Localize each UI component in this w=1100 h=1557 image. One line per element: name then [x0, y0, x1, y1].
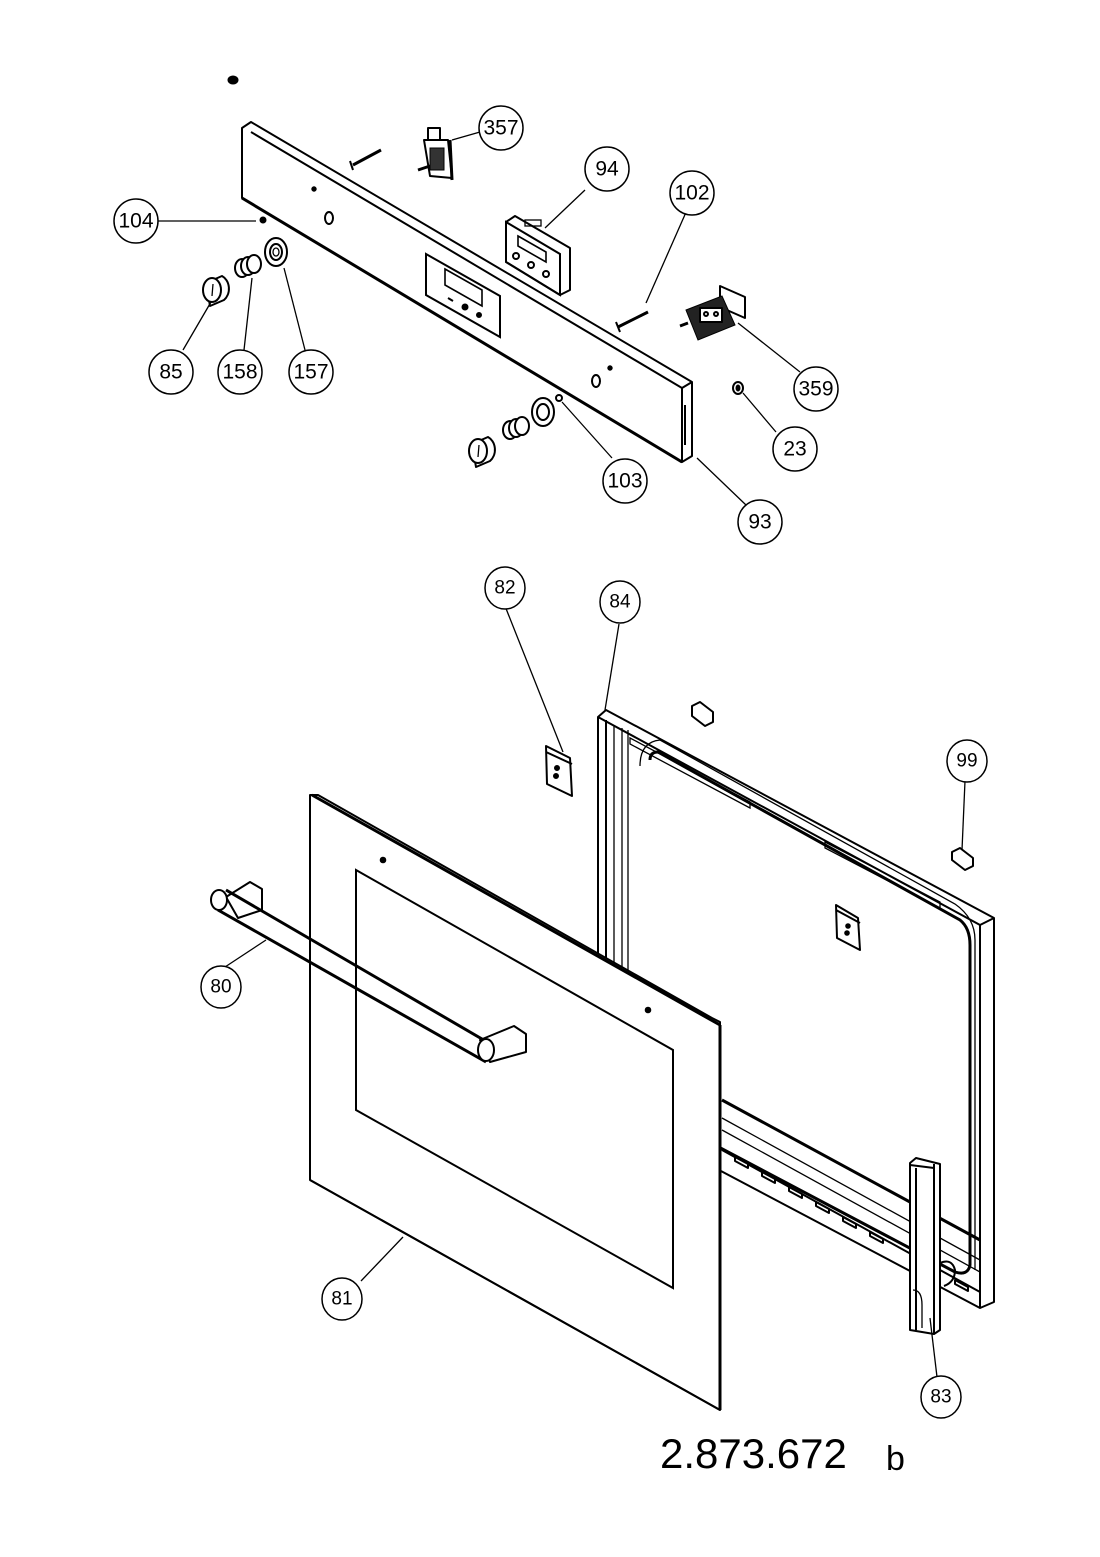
callout-84[interactable]: 84: [599, 580, 641, 624]
callout-80[interactable]: 80: [200, 965, 242, 1009]
callout-357[interactable]: 357: [478, 105, 524, 151]
svg-text:99: 99: [956, 751, 977, 772]
screw-104: [259, 216, 267, 224]
svg-text:84: 84: [609, 592, 631, 613]
door-hinge: [909, 1157, 957, 1335]
selector-switch: [679, 285, 746, 341]
door-handle: [210, 881, 527, 1064]
svg-text:94: 94: [595, 158, 619, 181]
svg-text:93: 93: [748, 511, 771, 534]
svg-text:357: 357: [483, 117, 518, 140]
svg-text:82: 82: [494, 578, 515, 599]
callout-158[interactable]: 158: [217, 349, 263, 395]
loose-screw-top: [227, 75, 239, 85]
electronic-timer: [505, 215, 571, 297]
callout-157[interactable]: 157: [288, 349, 334, 395]
callout-94[interactable]: 94: [584, 146, 630, 192]
knob-assembly-right: [468, 394, 563, 468]
glass-clip: [545, 745, 573, 797]
svg-text:83: 83: [930, 1387, 951, 1408]
callout-359[interactable]: 359: [793, 366, 839, 412]
screw-23: [732, 381, 744, 395]
svg-text:80: 80: [210, 977, 231, 998]
svg-text:81: 81: [331, 1289, 352, 1310]
callout-85[interactable]: 85: [148, 349, 194, 395]
callout-99[interactable]: 99: [946, 739, 988, 783]
callout-23[interactable]: 23: [772, 426, 818, 472]
svg-text:157: 157: [293, 361, 328, 384]
svg-text:104: 104: [118, 210, 153, 233]
svg-text:158: 158: [222, 361, 257, 384]
svg-text:85: 85: [159, 361, 182, 384]
callout-81[interactable]: 81: [321, 1277, 363, 1321]
thermostat-switch: [417, 127, 454, 181]
callout-102[interactable]: 102: [669, 170, 715, 216]
control-panel-fascia: [241, 121, 693, 464]
vent-slots: [734, 1156, 969, 1292]
drawing-number: 2.873.672: [660, 1430, 847, 1477]
svg-text:102: 102: [674, 182, 709, 205]
callout-103[interactable]: 103: [602, 458, 648, 504]
inner-door-frame: [597, 709, 995, 1309]
pin-bracket-left: [349, 148, 382, 171]
callout-82[interactable]: 82: [484, 566, 526, 610]
svg-text:23: 23: [783, 438, 806, 461]
outer-door-glass: [309, 793, 722, 1411]
drawing-revision: b: [886, 1440, 905, 1478]
callout-93[interactable]: 93: [737, 499, 783, 545]
callout-83[interactable]: 83: [920, 1375, 962, 1419]
glass-clip-mounted: [835, 904, 861, 951]
leader-lines: [158, 131, 966, 1378]
svg-text:103: 103: [607, 470, 642, 493]
knob-assembly-left: [202, 237, 288, 307]
callout-104[interactable]: 104: [113, 198, 159, 244]
svg-text:359: 359: [798, 378, 833, 401]
frame-spacer-top: [691, 701, 714, 727]
frame-spacer: [951, 847, 974, 871]
bracket-pin-102: [615, 310, 649, 333]
